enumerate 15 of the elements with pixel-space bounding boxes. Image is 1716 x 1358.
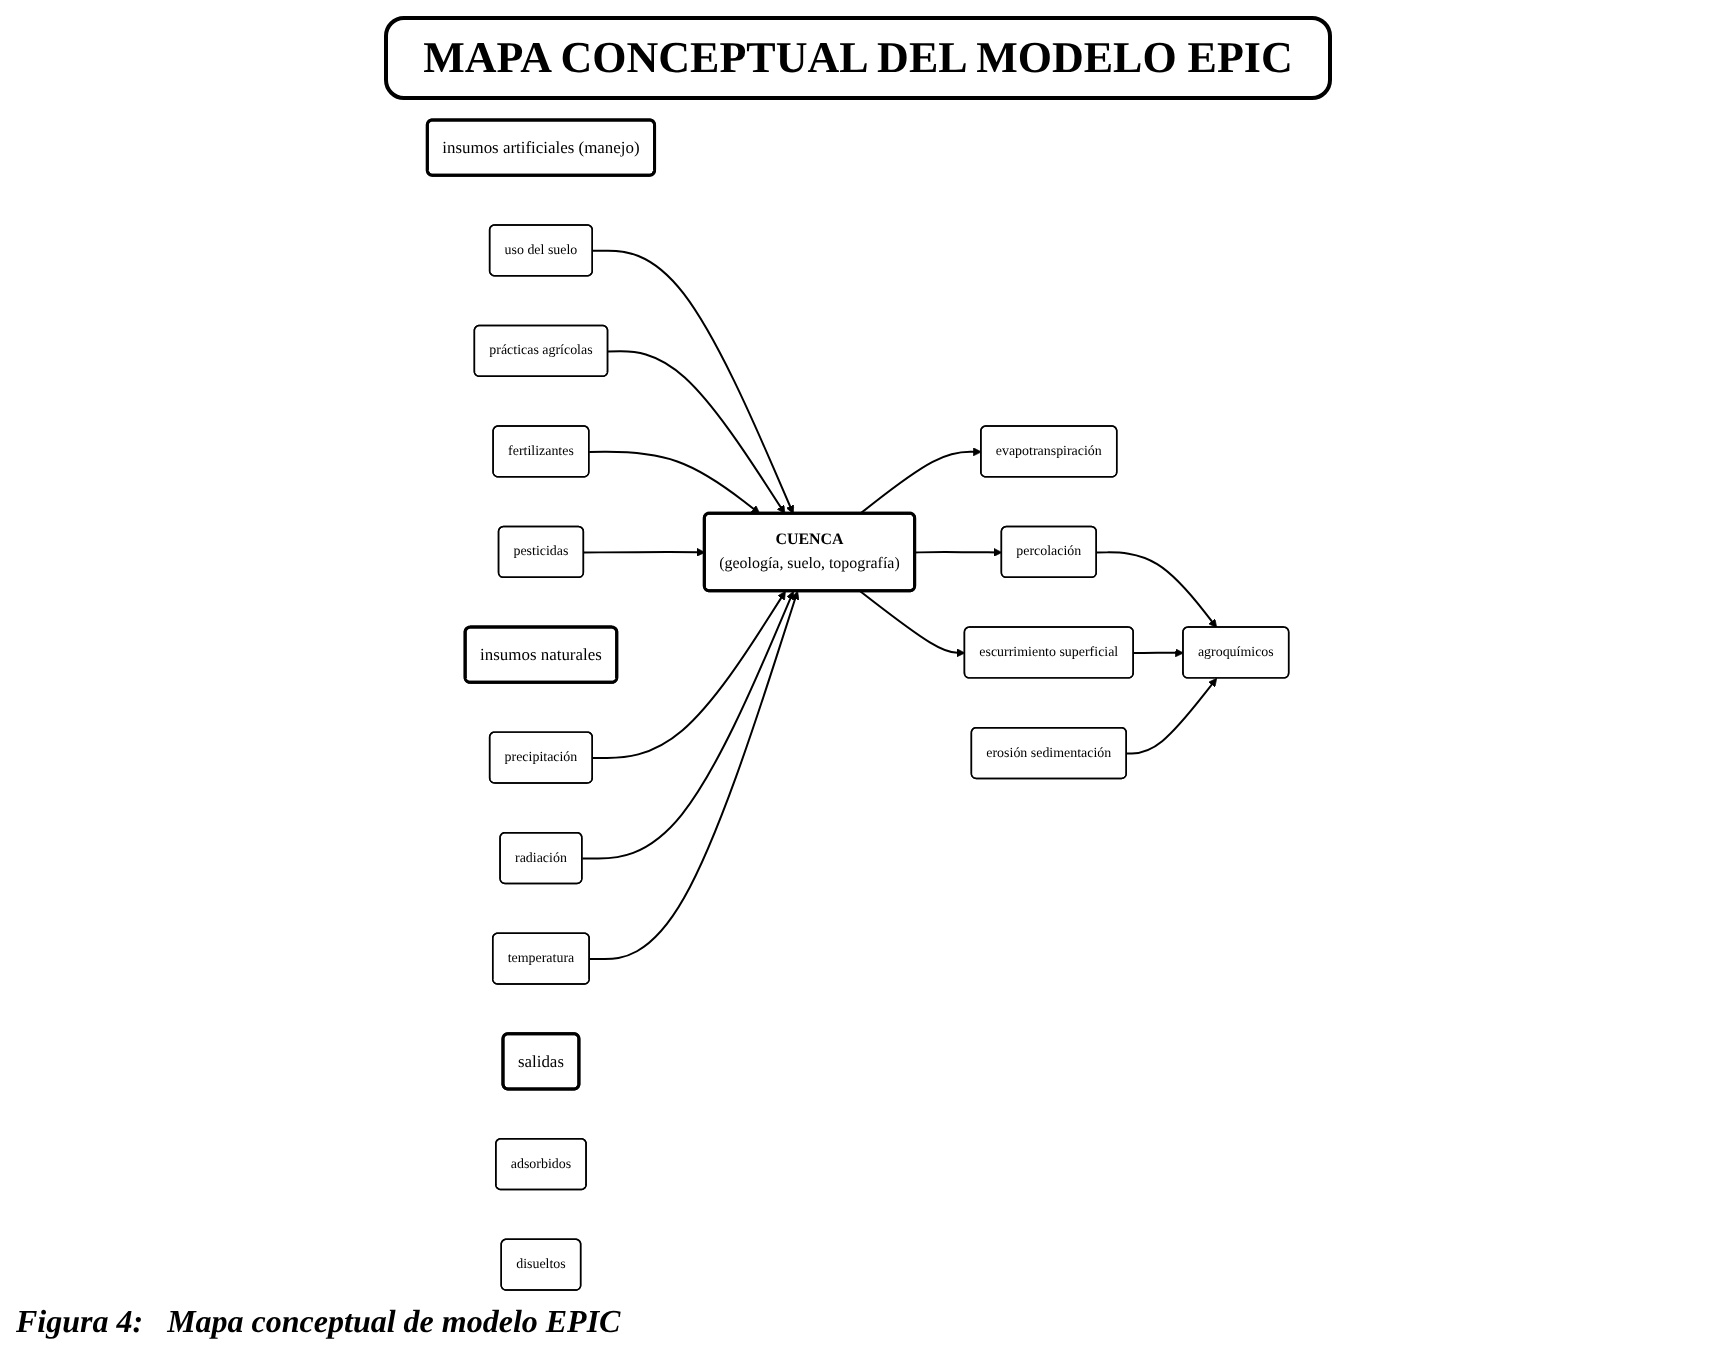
title-box: MAPA CONCEPTUAL DEL MODELO EPIC xyxy=(383,16,1333,100)
caption: Figura 4: Mapa conceptual de modelo EPIC xyxy=(16,1306,621,1342)
arrow xyxy=(914,548,1003,557)
arrow xyxy=(1125,678,1218,755)
arrow xyxy=(1095,551,1218,628)
arrow xyxy=(582,547,706,557)
arrow xyxy=(1132,648,1184,658)
arrow xyxy=(591,249,795,515)
arrow xyxy=(591,590,786,759)
arrow xyxy=(588,590,800,961)
arrow xyxy=(859,590,966,658)
arrow xyxy=(607,350,786,515)
arrow xyxy=(581,590,795,860)
arrow xyxy=(859,447,982,515)
arrow xyxy=(588,450,761,515)
